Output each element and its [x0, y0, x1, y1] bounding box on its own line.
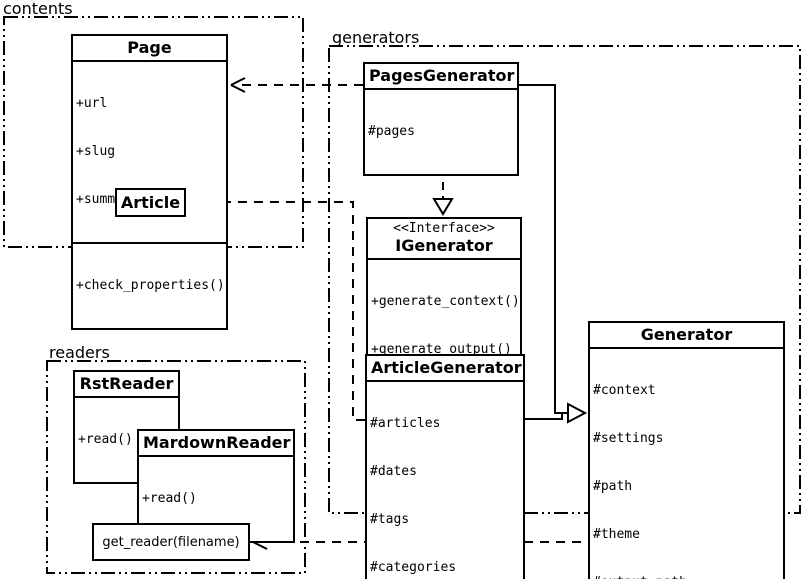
class-box-generator: Generator #context #settings #path #them…	[588, 321, 785, 579]
class-methods: +read()	[75, 396, 178, 482]
class-title: Article	[120, 193, 181, 212]
method: +generate_output()	[371, 342, 512, 357]
package-border-generators	[328, 45, 801, 514]
inheritance-line-articlegenerator-branch	[525, 413, 563, 420]
attribute: #dates	[370, 464, 417, 479]
attribute: #settings	[593, 431, 664, 446]
class-box-pagesgenerator: PagesGenerator #pages	[363, 62, 519, 176]
class-methods: +check_properties()	[73, 242, 226, 328]
dependency-arrow-pagesgenerator-to-page	[230, 77, 363, 93]
class-stereotype: <<Interface>>	[393, 221, 495, 236]
function-box-get-reader: get_reader(filename)	[92, 523, 250, 561]
package-label-readers: readers	[49, 343, 110, 362]
attribute: #theme	[593, 527, 640, 542]
class-title: Generator	[640, 325, 733, 344]
class-methods: +generate_context() +generate_output()	[368, 258, 520, 392]
class-title: <<Interface>> IGenerator	[368, 219, 520, 258]
class-attributes: #context #settings #path #theme #output_…	[590, 347, 783, 579]
attribute: +slug	[76, 144, 116, 159]
class-attributes: #articles #dates #tags #categories	[367, 380, 523, 579]
attribute: +url	[76, 96, 108, 111]
method: +read()	[142, 491, 197, 506]
attribute: #pages	[368, 124, 415, 139]
attribute: #output_path	[593, 575, 780, 579]
package-border-readers	[46, 360, 306, 574]
attribute: #articles	[370, 416, 441, 431]
class-methods: +read()	[139, 455, 293, 541]
class-attributes: #pages	[365, 88, 517, 174]
class-title: PagesGenerator	[369, 66, 515, 85]
class-title: ArticleGenerator	[371, 358, 522, 377]
class-title-text: IGenerator	[395, 236, 493, 255]
inheritance-line-pagesgenerator-branch	[519, 84, 567, 414]
class-box-article: Article	[115, 188, 186, 217]
class-box-page: Page +url +slug +summary +check_properti…	[71, 34, 228, 330]
method: +check_properties()	[76, 278, 225, 293]
attribute: #tags	[370, 512, 410, 527]
attribute: #context	[593, 383, 656, 398]
package-label-contents: contents	[3, 0, 73, 18]
attribute: #path	[593, 479, 633, 494]
attribute: #categories	[370, 560, 457, 575]
method: +read()	[78, 432, 133, 447]
class-title: RstReader	[79, 374, 174, 393]
package-label-generators: generators	[332, 28, 420, 47]
method: +generate_context()	[371, 294, 520, 309]
inheritance-arrow-to-generator	[519, 84, 588, 424]
function-label: get_reader(filename)	[102, 534, 240, 550]
class-title: Page	[127, 38, 172, 57]
class-title: MardownReader	[143, 433, 291, 452]
class-box-articlegenerator: ArticleGenerator #articles #dates #tags …	[365, 354, 525, 579]
